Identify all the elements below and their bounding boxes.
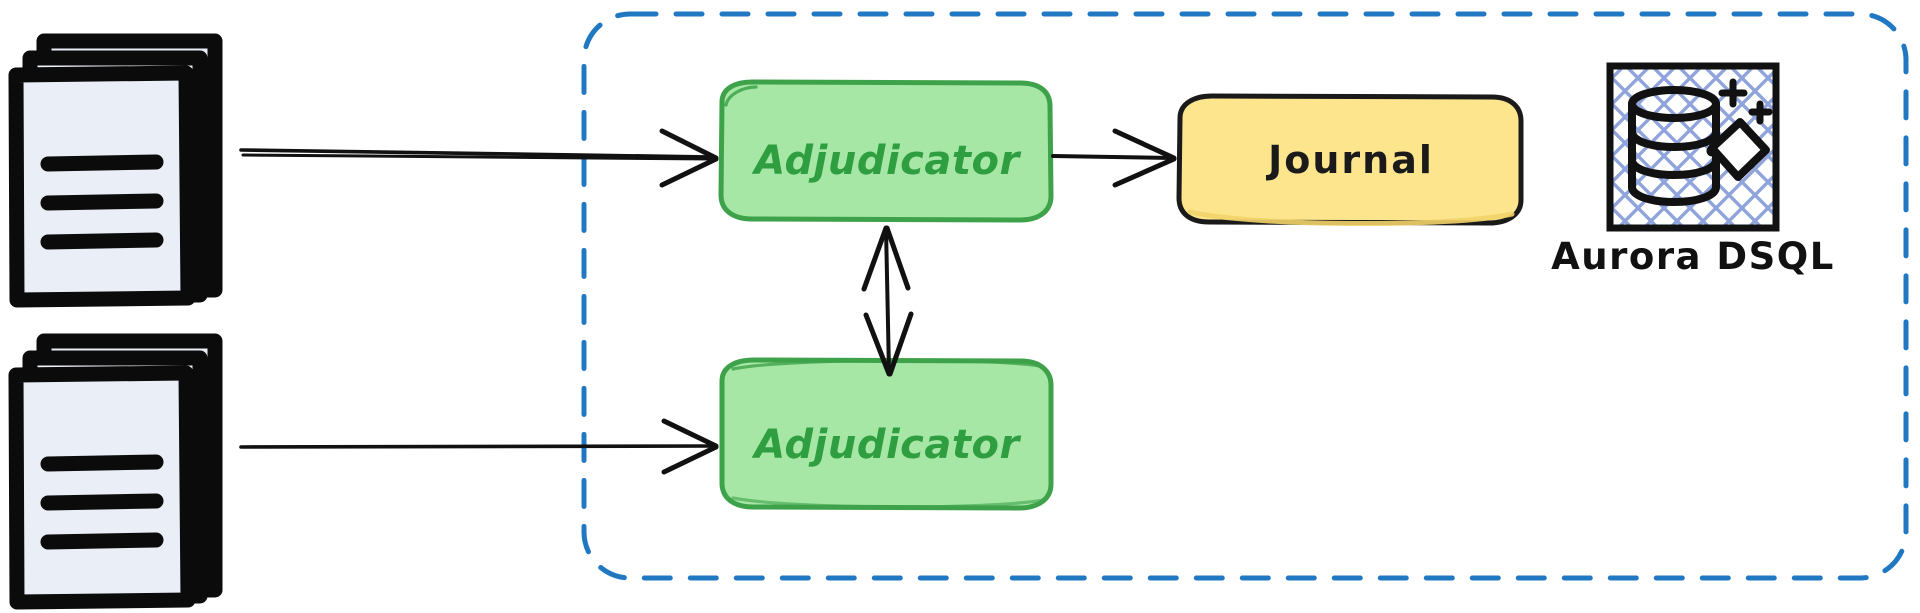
sparkle-plus-icons [1718,78,1773,125]
documents-bottom-lines [40,454,164,550]
edge-adjudicators-bidirectional [861,225,914,377]
adjudicator-bottom-box[interactable] [719,357,1054,511]
database-cylinder-icon [1628,86,1720,207]
documents-top-icon [8,33,223,308]
edge-docs-top-to-adjudicator-top [239,128,719,188]
documents-bottom-icon [8,333,223,610]
adjudicator-top-box[interactable] [718,79,1054,223]
journal-box[interactable] [1176,93,1524,227]
dashed-service-boundary [581,11,1909,581]
aurora-dsql-icon [1606,62,1780,232]
documents-top-lines [40,154,164,250]
edge-adjudicator-top-to-journal [1051,128,1177,188]
edge-docs-bottom-to-adjudicator-bottom [239,418,719,475]
